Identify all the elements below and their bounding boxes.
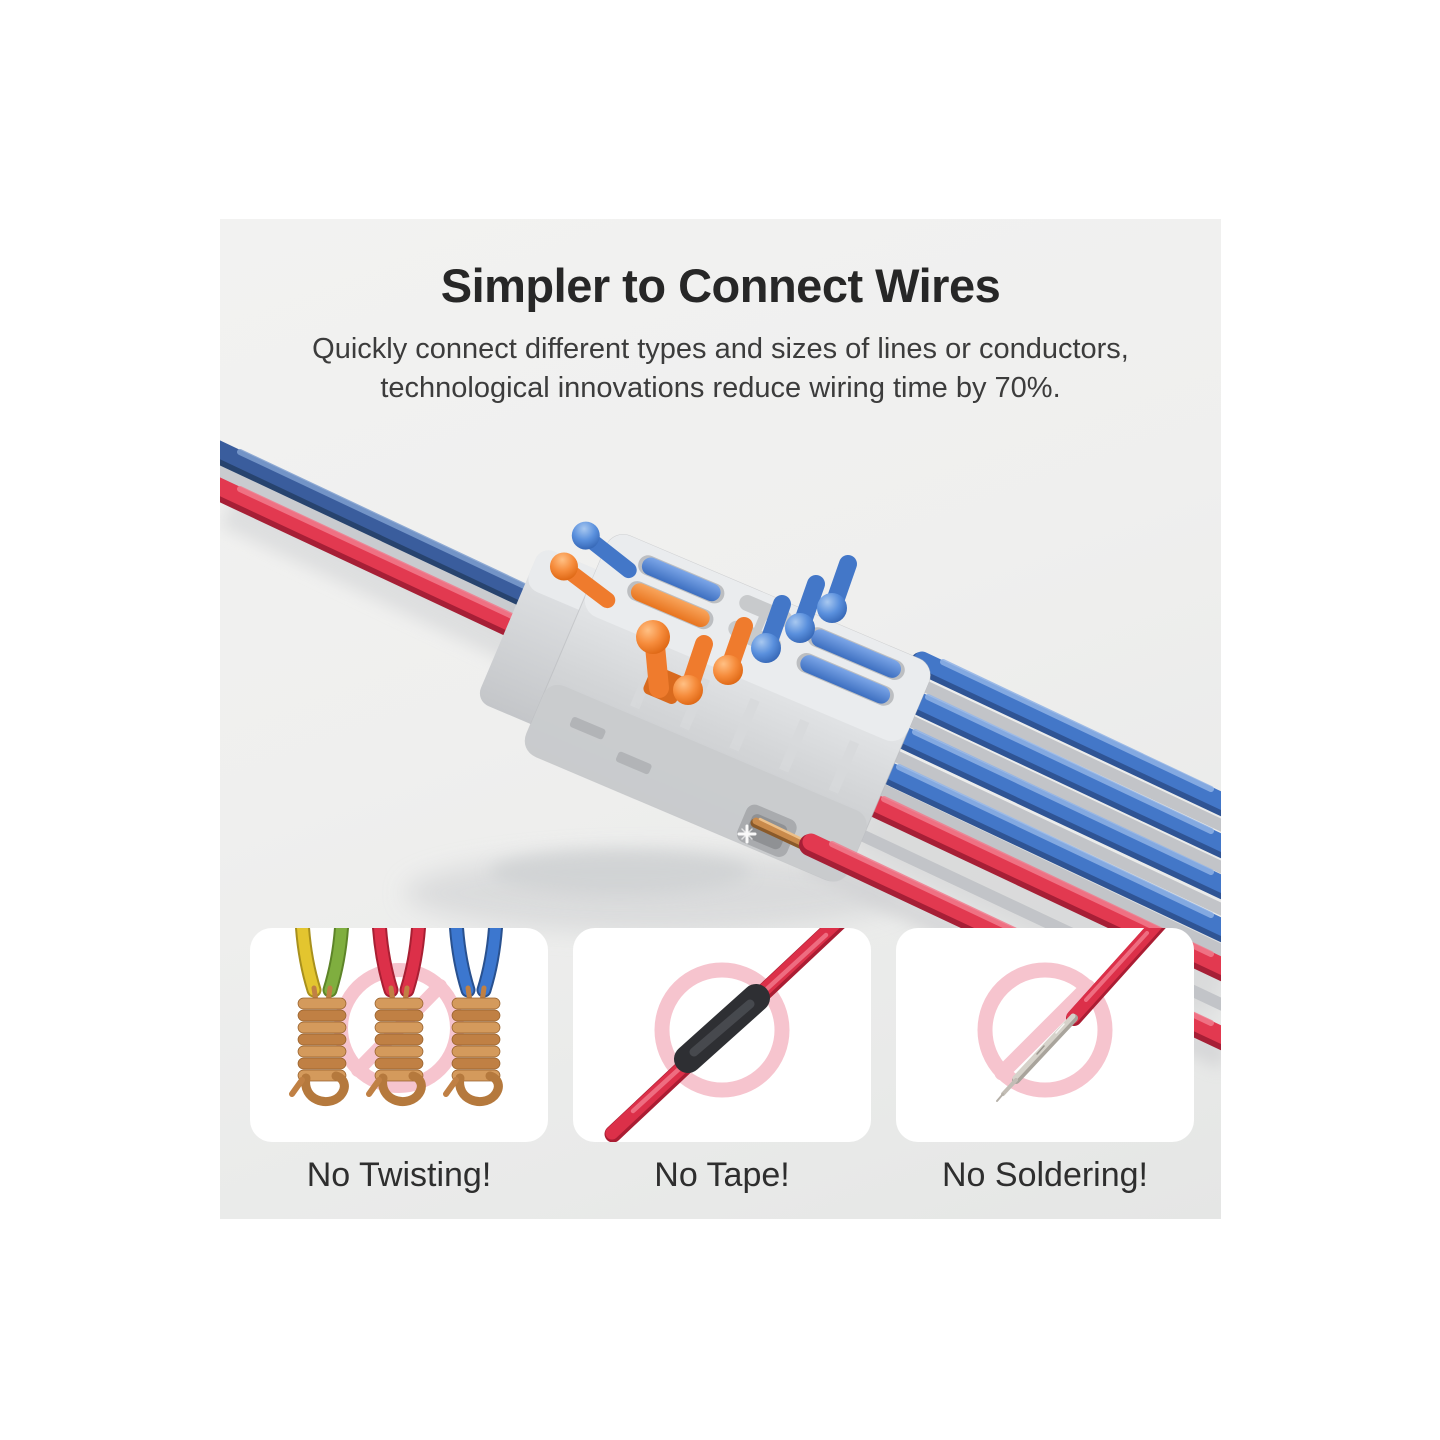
no-twisting-card — [250, 928, 548, 1142]
headline: Simpler to Connect Wires Quickly connect… — [220, 258, 1221, 408]
sparkle-icon — [737, 824, 757, 844]
orange-lever-ball — [549, 552, 578, 581]
output-wire-blue — [882, 721, 1221, 900]
front-levers — [636, 555, 857, 705]
solder-tip — [996, 1013, 1078, 1102]
soldered-wire — [996, 928, 1166, 1102]
no-symbol-icon — [977, 962, 1113, 1098]
twisted-wires-illustration — [289, 928, 503, 1107]
subtitle-line-1: Quickly connect different types and size… — [312, 333, 1129, 365]
soldered-wire-illustration — [977, 928, 1166, 1102]
blue-lever-ball — [751, 633, 781, 663]
no-soldering-label: No Soldering! — [941, 1156, 1148, 1194]
blue-flat-lever — [800, 655, 891, 704]
twisted-wire-bundles — [289, 928, 503, 1107]
connector-body — [479, 521, 931, 882]
twisted-bundle-blue — [443, 928, 503, 1107]
subtitle-line-2: technological innovations reduce wiring … — [380, 372, 1061, 404]
blue-lever-ball — [817, 593, 847, 623]
blue-flat-lever — [811, 629, 902, 678]
output-wire-blue — [910, 651, 1221, 817]
no-tape-label: No Tape! — [654, 1156, 790, 1194]
no-tape-card — [573, 928, 871, 1142]
output-wires — [851, 651, 1221, 982]
orange-flat-lever — [630, 583, 710, 628]
output-wire-blue — [866, 756, 1221, 943]
orange-lever-ball — [713, 655, 743, 685]
taped-wire-illustration — [604, 928, 845, 1142]
blue-lever-ball — [785, 613, 815, 643]
twisted-bundle-red — [366, 928, 426, 1107]
page-title: Simpler to Connect Wires — [440, 259, 1001, 312]
back-levers — [549, 521, 637, 609]
no-twisting-label: No Twisting! — [306, 1156, 492, 1194]
no-soldering-card — [896, 928, 1194, 1142]
blue-lever-ball — [571, 521, 600, 550]
taped-wire — [604, 928, 845, 1142]
twisted-bundle-yellow-green — [289, 928, 349, 1107]
orange-lever-ball-raised — [636, 620, 670, 654]
output-wire-blue — [895, 686, 1221, 859]
orange-lever-ball — [673, 675, 703, 705]
blue-flat-lever — [641, 557, 721, 602]
